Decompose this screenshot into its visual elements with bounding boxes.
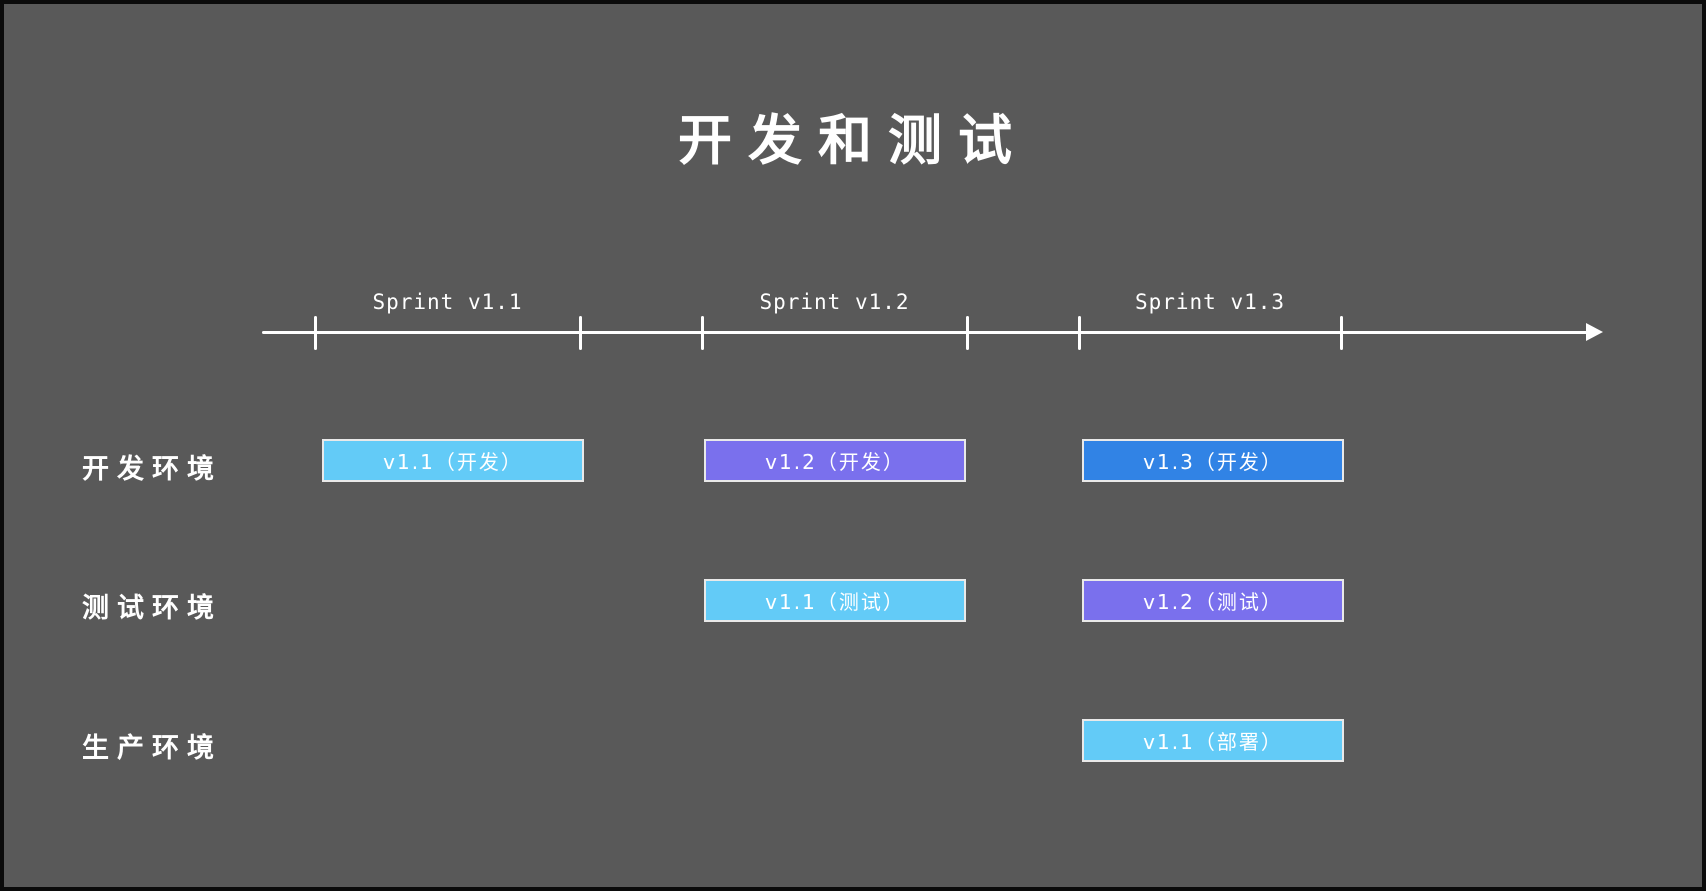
- version-box-v1-1-test: v1.1（测试）: [704, 579, 966, 622]
- row-label-prod-environment: 生产环境: [82, 733, 222, 764]
- sprint-label-v1-3: Sprint v1.3: [1134, 290, 1286, 314]
- version-box-v1-1-deploy: v1.1（部署）: [1082, 719, 1344, 762]
- timeline-tick: [1078, 316, 1081, 350]
- version-box-v1-3-dev: v1.3（开发）: [1082, 439, 1344, 482]
- timeline-tick: [966, 316, 969, 350]
- timeline-tick: [701, 316, 704, 350]
- timeline-tick: [314, 316, 317, 350]
- page-title: 开发和测试: [678, 109, 1028, 172]
- row-label-dev-environment: 开发环境: [82, 454, 222, 485]
- timeline-tick: [1340, 316, 1343, 350]
- version-box-v1-2-dev: v1.2（开发）: [704, 439, 966, 482]
- version-box-v1-1-dev: v1.1（开发）: [322, 439, 584, 482]
- arrow-right-icon: [1586, 323, 1603, 341]
- sprint-label-v1-1: Sprint v1.1: [372, 290, 523, 314]
- sprint-label-v1-2: Sprint v1.2: [759, 290, 910, 314]
- version-box-v1-2-test: v1.2（测试）: [1082, 579, 1344, 622]
- timeline-tick: [579, 316, 582, 350]
- row-label-test-environment: 测试环境: [82, 593, 222, 624]
- timeline-axis: [262, 331, 1590, 334]
